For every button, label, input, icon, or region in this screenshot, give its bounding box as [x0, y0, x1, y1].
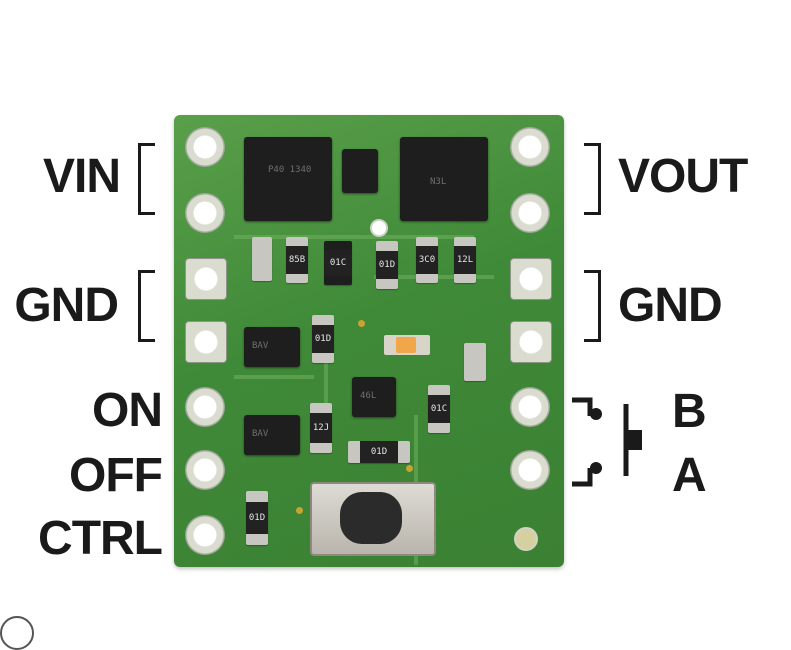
small-ic [342, 149, 378, 193]
pad-vout-1 [510, 127, 550, 167]
pad-gnd-left-1 [185, 258, 227, 300]
pad-vin-2 [185, 193, 225, 233]
resistor: 3C0 [416, 237, 438, 283]
status-led [384, 335, 430, 355]
pad-gnd-right-1 [510, 258, 552, 300]
chip-right-marking: N3L [430, 177, 447, 187]
pad-vin-1 [185, 127, 225, 167]
diode: 01C [324, 241, 352, 285]
pad-ctrl [185, 515, 225, 555]
transistor: 46L [352, 377, 396, 417]
a-label: A [672, 449, 707, 502]
mosfet-left-chip: P40 1340 [244, 137, 332, 221]
fingerprint-icon [0, 616, 34, 650]
gnd-left-label: GND [14, 279, 119, 332]
resistor: 01D [246, 491, 268, 545]
mosfet-right-chip: N3L [400, 137, 488, 221]
resistor: 01D [312, 315, 334, 363]
pad-b [510, 387, 550, 427]
capacitor [464, 343, 486, 381]
resistor: 01D [348, 441, 410, 463]
chip-left-marking: P40 1340 [268, 165, 312, 175]
b-label: B [672, 385, 707, 438]
capacitor [252, 237, 272, 281]
resistor: 12J [310, 403, 332, 453]
resistor: 85B [286, 237, 308, 283]
pad-a [510, 450, 550, 490]
transistor: BAV [244, 415, 300, 455]
switch-symbol-icon [572, 397, 642, 487]
off-label: OFF [69, 449, 163, 502]
resistor: 01D [376, 241, 398, 289]
vout-label: VOUT [618, 150, 748, 203]
ctrl-label: CTRL [38, 512, 163, 565]
gnd-left-bracket [138, 270, 155, 342]
pad-on [185, 387, 225, 427]
resistor: 12L [454, 237, 476, 283]
corner-hole [514, 527, 538, 551]
on-label: ON [92, 384, 163, 437]
pad-off [185, 450, 225, 490]
gnd-right-bracket [584, 270, 601, 342]
vin-label: VIN [42, 150, 121, 203]
vin-bracket [138, 143, 155, 215]
vout-bracket [584, 143, 601, 215]
resistor: 01C [428, 385, 450, 433]
pushbutton-cap [340, 492, 402, 544]
pad-gnd-right-2 [510, 321, 552, 363]
mounting-hole [370, 219, 388, 237]
gnd-right-label: GND [618, 279, 723, 332]
pad-gnd-left-2 [185, 321, 227, 363]
transistor: BAV [244, 327, 300, 367]
pad-vout-2 [510, 193, 550, 233]
pushbutton [310, 482, 436, 556]
